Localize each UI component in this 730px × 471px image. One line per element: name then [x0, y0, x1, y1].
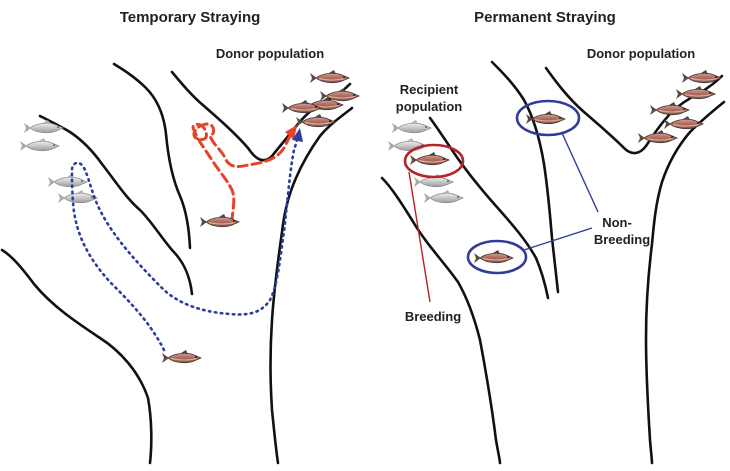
red-straying-path [193, 124, 292, 222]
nonbreeding-connector-lower [524, 228, 592, 250]
right-panel: Permanent Straying Donor population Reci… [382, 9, 724, 463]
right-donor-label: Donor population [587, 46, 695, 61]
left-bank-trib-outer [40, 116, 192, 294]
left-bank-main-right [271, 108, 353, 463]
salmon-icon [638, 130, 677, 143]
nonbreeding-label-line1: Non- [602, 215, 632, 230]
left-panel-title: Temporary Straying [120, 9, 261, 26]
salmon-icon [388, 138, 427, 151]
left-bank-junction [114, 64, 190, 248]
salmon-icon [474, 250, 513, 263]
salmon-icon [58, 190, 97, 203]
left-donor-fish-group [282, 70, 359, 127]
salmon-icon [410, 152, 449, 165]
left-recipient-fish-group [20, 120, 97, 203]
left-panel: Temporary Straying Donor population [2, 9, 359, 463]
recipient-label-line1: Recipient [400, 82, 459, 97]
right-bank-trib-outer [430, 118, 548, 298]
nonbreeding-label-line2: Breeding [594, 232, 650, 247]
left-donor-label: Donor population [216, 46, 324, 61]
salmon-icon [310, 70, 349, 83]
right-bank-main-right [646, 102, 724, 463]
right-panel-title: Permanent Straying [474, 9, 616, 26]
salmon-icon [48, 174, 87, 187]
salmon-icon [24, 120, 63, 133]
recipient-label-line2: population [396, 99, 462, 114]
salmon-icon [392, 120, 431, 133]
breeding-label: Breeding [405, 309, 461, 324]
left-bank-tip [172, 72, 350, 160]
nonbreeding-connector-upper [562, 133, 598, 212]
salmon-icon [664, 116, 703, 129]
salmon-icon [20, 138, 59, 151]
salmon-icon [162, 350, 201, 363]
salmon-icon [424, 190, 463, 203]
breeding-connector [409, 172, 430, 302]
left-bank-outer [2, 250, 151, 463]
